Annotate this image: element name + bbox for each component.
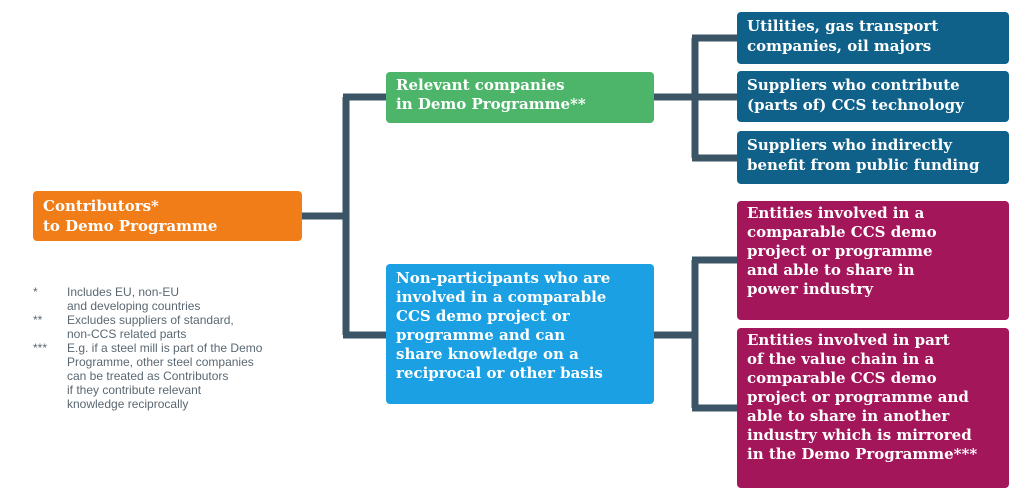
utilities-line-2: companies, oil majors: [747, 37, 932, 55]
relevant-line-1: Relevant companies: [396, 76, 565, 94]
footnote-3-line-1: E.g. if a steel mill is part of the Demo: [67, 341, 263, 355]
non-participants-box: Non-participants who are involved in a c…: [386, 264, 654, 404]
other-industry-entities-box: Entities involved in part of the value c…: [737, 328, 1009, 488]
other-entities-line-3: comparable CCS demo: [747, 369, 937, 387]
power-entities-emphasis: power industry: [747, 280, 874, 298]
footnote-3-line-3: can be treated as Contributors: [67, 369, 229, 383]
relevant-line-2: in Demo Programme**: [396, 95, 586, 113]
contributing-suppliers-line-1: Suppliers who contribute: [747, 76, 960, 94]
other-entities-line-7: in the Demo Programme***: [747, 445, 978, 463]
nonparticipants-line-6: reciprocal or other basis: [396, 364, 603, 382]
contributing-suppliers-line-2: (parts of) CCS technology: [747, 96, 964, 114]
indirect-suppliers-line-1: Suppliers who indirectly: [747, 136, 952, 154]
other-entities-line-6: industry which is mirrored: [747, 426, 999, 445]
other-entities-line-5-prefix: able to share: [747, 407, 862, 425]
power-industry-entities-box: Entities involved in a comparable CCS de…: [737, 201, 1009, 320]
footnote-3-mark: ***: [33, 341, 48, 355]
power-entities-line-3: project or programme: [747, 242, 933, 260]
other-entities-line-1: Entities involved in part: [747, 331, 950, 349]
other-entities-line-5: able to share in another: [747, 407, 999, 426]
relevant-companies-box: Relevant companies in Demo Programme**: [386, 72, 654, 123]
nonparticipants-line-5: share knowledge on a: [396, 345, 579, 363]
nonparticipants-line-4: programme and can: [396, 326, 566, 344]
contributors-line-2: to Demo Programme: [43, 217, 218, 235]
footnote-3-line-4: if they contribute relevant: [67, 383, 202, 397]
indirect-suppliers-box: Suppliers who indirectly benefit from pu…: [737, 131, 1009, 184]
footnote-2: ** Excludes suppliers of standard, non-C…: [33, 313, 333, 341]
utilities-line-1: Utilities, gas transport: [747, 17, 939, 35]
power-entities-line-1: Entities involved in a: [747, 204, 925, 222]
other-entities-line-5-bold: in another: [861, 407, 950, 425]
other-entities-line-2: of the value chain in a: [747, 350, 935, 368]
other-entities-line-6-rest: which is mirrored: [817, 426, 972, 444]
footnote-2-line-1: Excludes suppliers of standard,: [67, 313, 234, 327]
footnote-3-line-2: Programme, other steel companies: [67, 355, 254, 369]
nonparticipants-line-3: CCS demo project or: [396, 307, 570, 325]
indirect-suppliers-line-2: benefit from public funding: [747, 156, 980, 174]
footnote-2-line-2: non-CCS related parts: [67, 327, 187, 341]
contributing-suppliers-box: Suppliers who contribute (parts of) CCS …: [737, 71, 1009, 122]
utilities-box: Utilities, gas transport companies, oil …: [737, 12, 1009, 64]
footnote-1-line-2: and developing countries: [67, 299, 201, 313]
other-entities-line-6-bold: industry: [747, 426, 817, 444]
footnote-3: *** E.g. if a steel mill is part of the …: [33, 341, 333, 411]
footnote-1: * Includes EU, non-EU and developing cou…: [33, 285, 333, 313]
footnote-1-line-1: Includes EU, non-EU: [67, 285, 180, 299]
power-entities-line-4: and able to share in: [747, 261, 915, 279]
contributors-line-1: Contributors*: [43, 197, 159, 215]
footnotes: * Includes EU, non-EU and developing cou…: [33, 285, 333, 411]
nonparticipants-line-2: involved in a comparable: [396, 288, 607, 306]
footnote-2-mark: **: [33, 313, 43, 327]
footnote-3-line-5: knowledge reciprocally: [67, 397, 189, 411]
power-entities-line-2: comparable CCS demo: [747, 223, 937, 241]
footnote-1-mark: *: [33, 285, 38, 299]
contributors-box: Contributors* to Demo Programme: [33, 191, 302, 241]
nonparticipants-line-1: Non-participants who are: [396, 269, 611, 287]
other-entities-line-4: project or programme and: [747, 388, 969, 406]
